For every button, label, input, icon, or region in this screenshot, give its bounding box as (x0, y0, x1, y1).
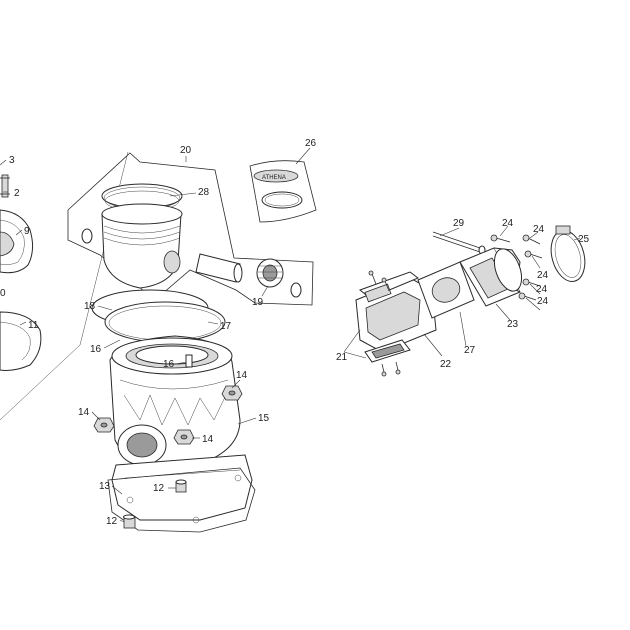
bolt-2 (522, 234, 541, 245)
callout-14-left: 14 (78, 407, 90, 418)
callout-22: 22 (440, 359, 452, 370)
base-gasket (107, 467, 256, 533)
callout-18: 18 (84, 301, 96, 312)
callout-2: 2 (14, 188, 20, 199)
leader-lines (91, 147, 581, 523)
callout-19: 19 (252, 297, 264, 308)
callout-14-right: 14 (236, 370, 248, 381)
bolt-4 (522, 278, 541, 287)
callout-24-b: 24 (533, 224, 545, 235)
callout-13: 13 (99, 481, 111, 492)
intake-spacer (417, 261, 475, 319)
hose-clamp (550, 225, 586, 282)
reed-block (355, 271, 437, 353)
head-gasket-o-rings (91, 289, 226, 343)
circlip-left (81, 228, 93, 244)
callout-17: 17 (220, 321, 232, 332)
callout-21: 21 (336, 352, 348, 363)
wrist-pin (195, 253, 243, 283)
callout-12-lower: 12 (106, 516, 118, 527)
callout-27: 27 (464, 345, 476, 356)
stud (185, 354, 193, 368)
callout-16-stud: 16 (163, 359, 175, 370)
long-bolt (432, 231, 486, 255)
callout-3: 3 (9, 155, 15, 166)
callout-25: 25 (578, 234, 590, 245)
callouts: 3 2 9 0 11 20 28 26 19 18 17 16 16 14 14… (0, 138, 590, 527)
callout-26: 26 (305, 138, 317, 149)
left-crankcase-group (0, 174, 42, 371)
bolt-1 (490, 234, 511, 243)
callout-24-e: 24 (536, 284, 548, 295)
intake-manifold (459, 247, 523, 307)
reed-screws (368, 270, 401, 377)
nut-center (173, 429, 195, 445)
callout-20: 20 (180, 145, 192, 156)
bolt-5 (518, 292, 537, 301)
dowel-pin-lower (123, 514, 136, 529)
reed-petals (364, 339, 411, 363)
callout-16-left: 16 (90, 344, 102, 355)
callout-12-upper: 12 (153, 483, 165, 494)
circlip-right (290, 282, 302, 298)
nut-left (93, 417, 115, 433)
callout-15: 15 (258, 413, 270, 424)
callout-24-a: 24 (502, 218, 514, 229)
needle-bearing (256, 258, 284, 288)
dowel-pin-upper (175, 479, 187, 493)
callout-28: 28 (198, 187, 210, 198)
bolt-3 (524, 250, 543, 259)
callout-23: 23 (507, 319, 519, 330)
cylinder (109, 335, 253, 521)
callout-9: 9 (24, 226, 30, 237)
callout-24-c: 24 (537, 270, 549, 281)
gasket-bag: ATHENA (249, 160, 317, 223)
piston (101, 203, 183, 289)
callout-11: 11 (28, 320, 39, 331)
callout-24-d: 24 (537, 296, 549, 307)
callout-29: 29 (453, 218, 465, 229)
piston-rings (101, 183, 183, 212)
nut-right (221, 385, 243, 401)
callout-10: 0 (0, 288, 6, 299)
bag-logo-text: ATHENA (262, 175, 286, 181)
callout-14-center: 14 (202, 434, 214, 445)
